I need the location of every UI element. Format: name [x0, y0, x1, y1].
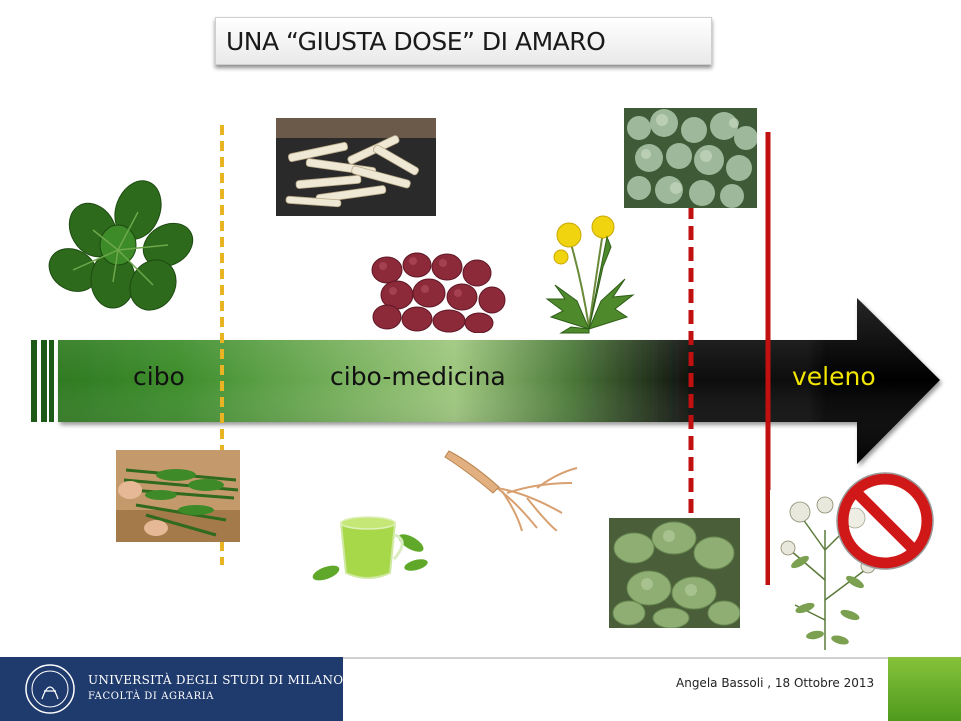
- footer-university-bar: UNIVERSITÀ DEGLI STUDI DI MILANO FACOLTÀ…: [0, 657, 343, 721]
- author-date: Angela Bassoli , 18 Ottobre 2013: [676, 676, 875, 690]
- cut-roots-photo: [276, 118, 436, 216]
- red-potatoes-photo: [367, 245, 509, 333]
- dandelion-illustration: [545, 215, 635, 334]
- label-cibo-medicina: cibo-medicina: [330, 362, 506, 391]
- wormwood-photo: [624, 108, 757, 208]
- arrow-stripe-3: [49, 340, 54, 422]
- label-veleno: veleno: [792, 362, 876, 391]
- ginseng-root-photo: [444, 450, 578, 531]
- university-seal-icon: [25, 664, 75, 714]
- arrow-stripe-1: [31, 340, 37, 422]
- green-tea-cup-photo: [306, 503, 432, 587]
- footer-divider: [343, 657, 888, 659]
- chicory-greens-photo: [116, 450, 240, 542]
- horehound-photo: [609, 518, 740, 628]
- label-cibo: cibo: [133, 362, 185, 391]
- slide-title: UNA “GIUSTA DOSE” DI AMARO: [226, 27, 606, 56]
- arrow-stripe-2: [41, 340, 47, 422]
- lamb-lettuce-photo: [48, 180, 194, 311]
- title-box: UNA “GIUSTA DOSE” DI AMARO: [215, 17, 712, 65]
- footer-green-block: [888, 657, 961, 721]
- prohibited-sign-icon: [836, 472, 934, 570]
- hemlock-illustration: [770, 490, 888, 655]
- arrow-shade: [58, 298, 940, 464]
- faculty-name: FACOLTÀ DI AGRARIA: [88, 691, 215, 702]
- university-name: UNIVERSITÀ DEGLI STUDI DI MILANO: [88, 673, 344, 687]
